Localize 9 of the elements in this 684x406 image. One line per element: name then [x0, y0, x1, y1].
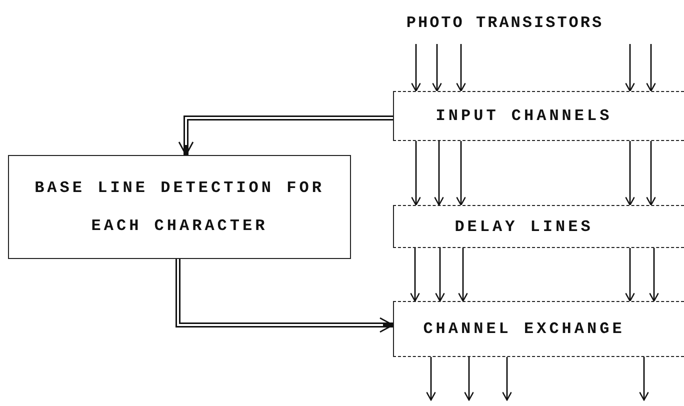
- process-box: [393, 301, 684, 357]
- process-box: [393, 205, 684, 248]
- process-box: [8, 155, 351, 259]
- caption-text: PHOTO TRANSISTORS: [406, 13, 604, 34]
- box-label: CHANNEL EXCHANGE: [423, 319, 625, 340]
- caption-text: [393, 91, 684, 141]
- box-label: DELAY LINES: [454, 216, 594, 238]
- box-label: INPUT CHANNELS: [436, 106, 612, 127]
- box-label: BASE LINE DETECTION FOR EACH CHARACTER: [34, 178, 326, 237]
